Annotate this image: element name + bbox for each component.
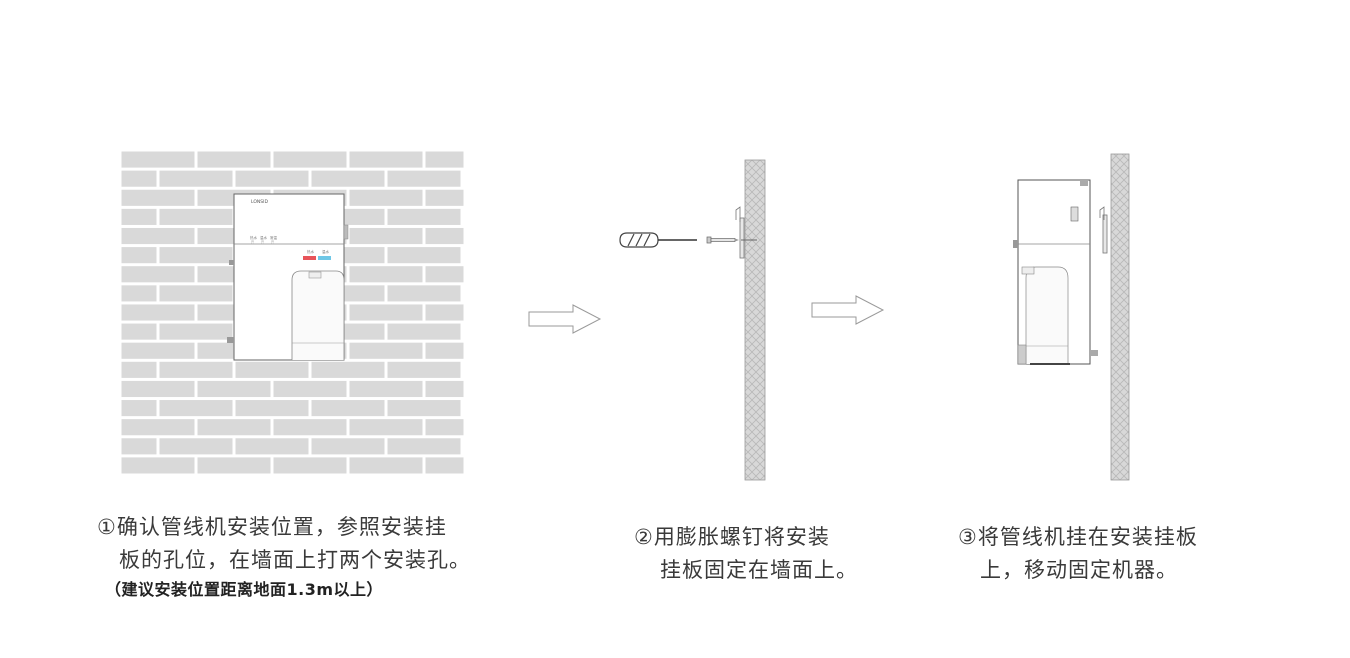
mounting-bracket-icon [735, 206, 757, 259]
arrow-right-icon [811, 295, 885, 325]
panel-sub-label-3: 开 [271, 240, 274, 244]
mounting-bracket-icon [1099, 206, 1108, 254]
step-3-line-1: ③将管线机挂在安装挂板 [958, 525, 1198, 549]
water-dispenser: LONSID 热水 温水 常温 开 开 开 热水 温水 [227, 193, 349, 361]
expansion-screw-icon [706, 236, 739, 244]
step-2-caption: ②用膨胀螺钉将安装 挂板固定在墙面上。 [634, 521, 858, 587]
step-3-caption: ③将管线机挂在安装挂板 上，移动固定机器。 [958, 521, 1198, 587]
panel-label-1: 热水 [250, 235, 258, 240]
step-1-note: （建议安装位置距离地面1.3m以上） [105, 580, 384, 599]
warm-water-button [318, 256, 331, 260]
hot-button-label: 热水 [307, 249, 315, 254]
wall-section [1110, 153, 1130, 481]
drill-bit-icon [619, 232, 697, 248]
water-dispenser [1013, 179, 1098, 365]
step-1-line-1: ①确认管线机安装位置，参照安装挂 [97, 515, 447, 539]
step-1-caption: ①确认管线机安装位置，参照安装挂 板的孔位，在墙面上打两个安装孔。 （建议安装位… [97, 511, 471, 603]
step-1-line-2: 板的孔位，在墙面上打两个安装孔。 [119, 548, 471, 572]
brand-logo: LONSID [251, 199, 268, 205]
step-2-line-1: ②用膨胀螺钉将安装 [634, 525, 830, 549]
panel-label-2: 温水 [260, 235, 268, 240]
panel-sub-label-1: 开 [251, 240, 254, 244]
panel-label-3: 常温 [270, 235, 278, 240]
wall-section [744, 159, 766, 481]
arrow-right-icon [528, 304, 602, 334]
hot-water-button [303, 256, 316, 260]
step-2-line-2: 挂板固定在墙面上。 [660, 558, 858, 582]
warm-button-label: 温水 [322, 249, 330, 254]
panel-sub-label-2: 开 [261, 240, 264, 244]
step-3-line-2: 上，移动固定机器。 [980, 558, 1178, 582]
